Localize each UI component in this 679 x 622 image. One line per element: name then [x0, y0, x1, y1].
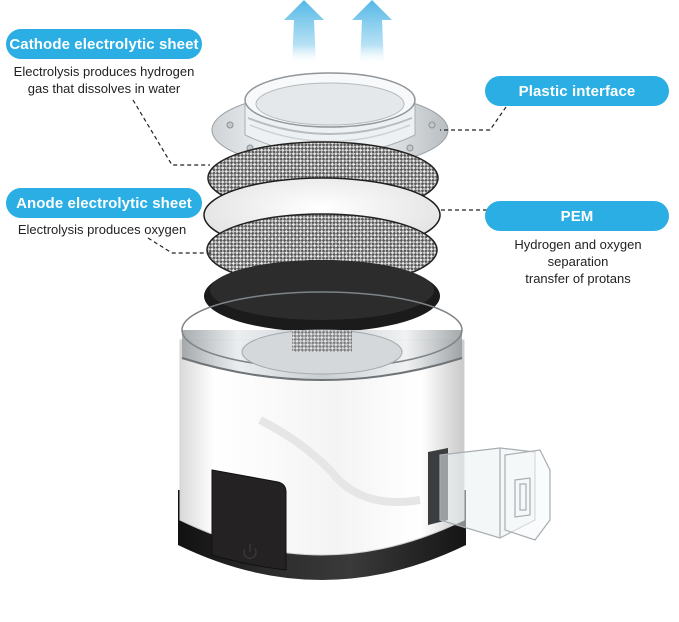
- anode-description-line: Electrolysis produces oxygen: [17, 222, 187, 237]
- pem-description: Hydrogen and oxygen separation transfer …: [490, 236, 666, 287]
- cathode-description-line: Electrolysis produces hydrogen: [13, 64, 195, 79]
- hydrogen-flow-arrows: [284, 0, 392, 65]
- power-panel: [211, 469, 287, 571]
- cathode-description: Electrolysis produces hydrogen gas that …: [0, 63, 208, 97]
- anode-label-badge: Anode electrolytic sheet: [6, 188, 202, 218]
- power-icon[interactable]: [243, 544, 257, 560]
- transparent-drawer: [439, 447, 551, 541]
- pem-description-line: separation: [547, 254, 609, 269]
- anode-description: Electrolysis produces oxygen: [4, 221, 200, 238]
- cathode-description-line: gas that dissolves in water: [27, 81, 181, 96]
- cathode-label-badge: Cathode electrolytic sheet: [6, 29, 202, 59]
- black-gasket-disc: [204, 260, 440, 332]
- pem-description-line: Hydrogen and oxygen: [514, 237, 642, 252]
- pem-description-line: transfer of protans: [525, 271, 631, 286]
- leader-lines: [132, 99, 507, 254]
- pem-label-badge: PEM: [485, 201, 669, 231]
- plastic-interface-label-badge: Plastic interface: [485, 76, 669, 106]
- base-unit: [178, 291, 551, 580]
